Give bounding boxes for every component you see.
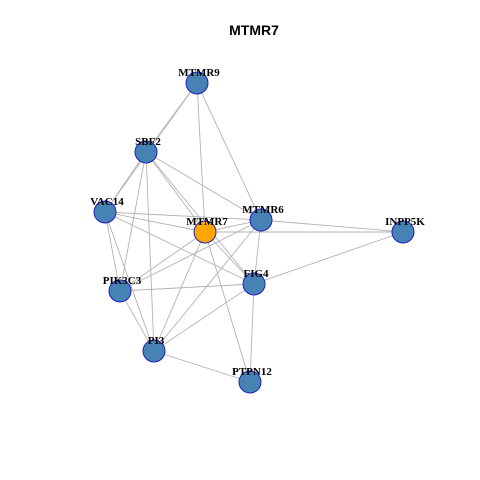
edge-vac14-pik3c3 — [104, 211, 121, 292]
node-ptpn12 — [238, 370, 262, 394]
edge-mtmr6-inpp5k — [260, 219, 404, 233]
edge-sbf2-mtmr6 — [145, 151, 262, 221]
node-label-pik3c3: PIK3C3 — [103, 275, 142, 287]
edge-fig4-pi3 — [153, 283, 255, 352]
node-inpp5k — [391, 220, 415, 244]
node-fig4 — [242, 272, 266, 296]
edge-mtmr9-mtmr6 — [196, 82, 262, 221]
edge-pik3c3-fig4 — [119, 283, 255, 292]
node-sbf2 — [134, 140, 158, 164]
node-label-pi3: PI3 — [148, 335, 165, 347]
edge-mtmr9-mtmr7 — [196, 82, 206, 233]
graph-title: MTMR7 — [229, 22, 279, 38]
edge-pi3-ptpn12 — [153, 350, 251, 383]
node-pik3c3 — [108, 279, 132, 303]
edge-vac14-fig4 — [104, 211, 255, 285]
node-mtmr6 — [249, 208, 273, 232]
node-mtmr7 — [193, 220, 217, 244]
node-pi3 — [142, 339, 166, 363]
node-label-fig4: FIG4 — [243, 268, 269, 280]
node-vac14 — [93, 200, 117, 224]
edge-inpp5k-fig4 — [253, 231, 404, 285]
edge-mtmr7-ptpn12 — [204, 231, 251, 383]
edge-sbf2-fig4 — [145, 151, 255, 285]
node-label-inpp5k: INPP5K — [385, 216, 425, 228]
node-label-sbf2: SBF2 — [135, 136, 161, 148]
nodes-layer — [93, 71, 415, 394]
edge-mtmr7-pi3 — [153, 231, 206, 352]
edge-mtmr6-pik3c3 — [119, 219, 262, 292]
edge-mtmr7-pik3c3 — [119, 231, 206, 292]
node-label-ptpn12: PTPN12 — [232, 366, 272, 378]
edge-mtmr6-pi3 — [153, 219, 262, 352]
edge-sbf2-vac14 — [104, 151, 147, 213]
edge-fig4-ptpn12 — [249, 283, 255, 383]
node-label-vac14: VAC14 — [90, 196, 124, 208]
edge-vac14-mtmr6 — [104, 211, 262, 221]
node-mtmr9 — [185, 71, 209, 95]
edge-sbf2-pi3 — [145, 151, 155, 352]
edge-sbf2-mtmr7 — [145, 151, 206, 233]
edge-vac14-mtmr7 — [104, 211, 206, 233]
node-label-mtmr7: MTMR7 — [186, 216, 228, 228]
node-label-mtmr9: MTMR9 — [178, 67, 220, 79]
node-label-mtmr6: MTMR6 — [242, 204, 284, 216]
edges-layer — [104, 82, 404, 383]
edge-vac14-pi3 — [104, 211, 155, 352]
